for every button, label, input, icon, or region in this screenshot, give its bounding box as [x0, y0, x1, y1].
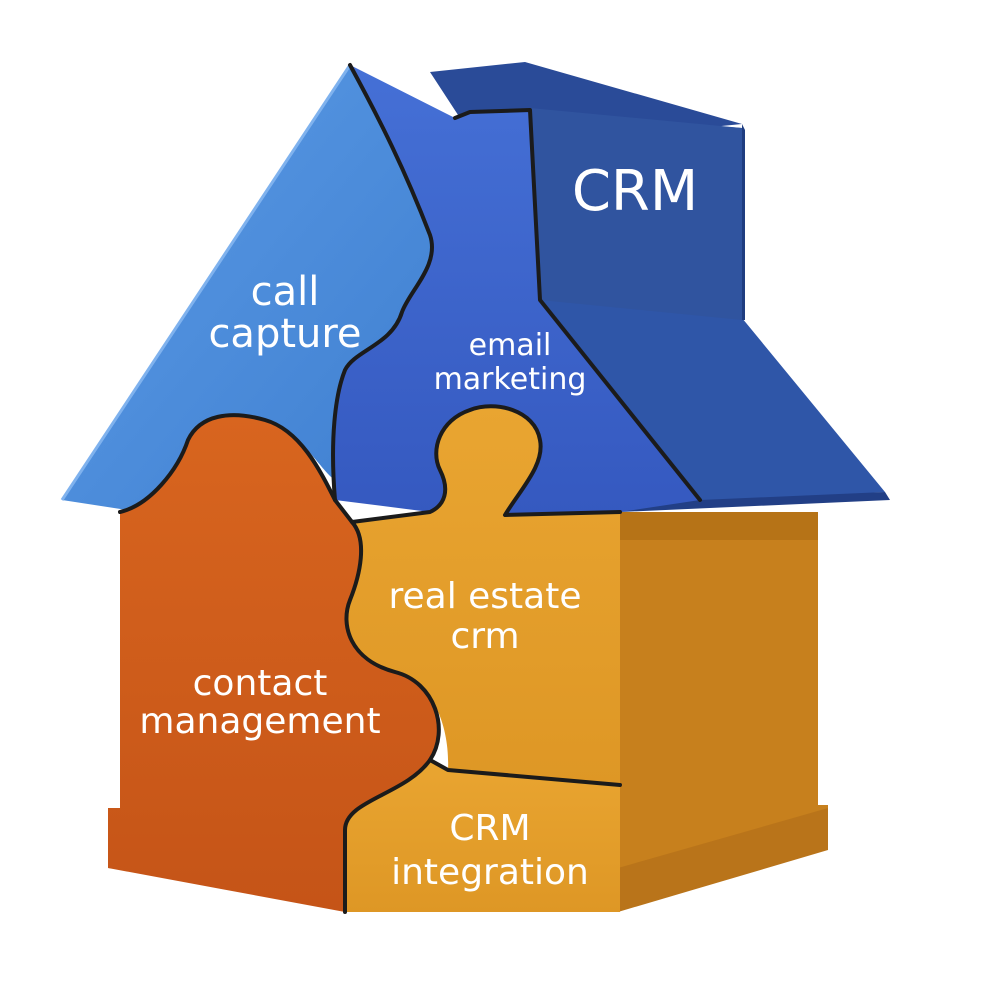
wall-side-face [618, 512, 828, 910]
chimney-front [530, 108, 742, 320]
roof-edge-highlight [60, 64, 352, 501]
piece-call-capture [62, 65, 433, 512]
crm-integration-label-line2: integration [391, 852, 589, 893]
crm-integration-label-line1: CRM [449, 808, 530, 849]
piece-real-estate-crm [346, 406, 620, 785]
seam-roof-vertical [331, 63, 434, 502]
piece-contact-management [108, 415, 439, 912]
call-capture-label-line2: capture [208, 311, 361, 357]
real-estate-crm-label-line1: real estate [388, 576, 581, 617]
base-side-face [618, 808, 828, 912]
piece-email-marketing [333, 65, 700, 515]
email-marketing-label-line2: marketing [434, 362, 587, 397]
contact-management-label-line1: contact [193, 663, 328, 704]
seam-chimney [453, 108, 702, 502]
seam-roof-wall [118, 404, 622, 524]
contact-management-label-line2: management [139, 701, 380, 742]
seam-gold-horizontal [428, 758, 622, 787]
seam-wall-vertical [343, 520, 441, 914]
chimney-label: CRM [572, 159, 698, 224]
piece-crm-integration [345, 760, 620, 912]
real-estate-crm-label-line2: crm [450, 616, 519, 657]
call-capture-label-line1: call [251, 269, 320, 315]
chimney-side [742, 124, 745, 320]
email-marketing-label-line1: email [469, 328, 552, 363]
wall-side-shadow [618, 512, 818, 540]
